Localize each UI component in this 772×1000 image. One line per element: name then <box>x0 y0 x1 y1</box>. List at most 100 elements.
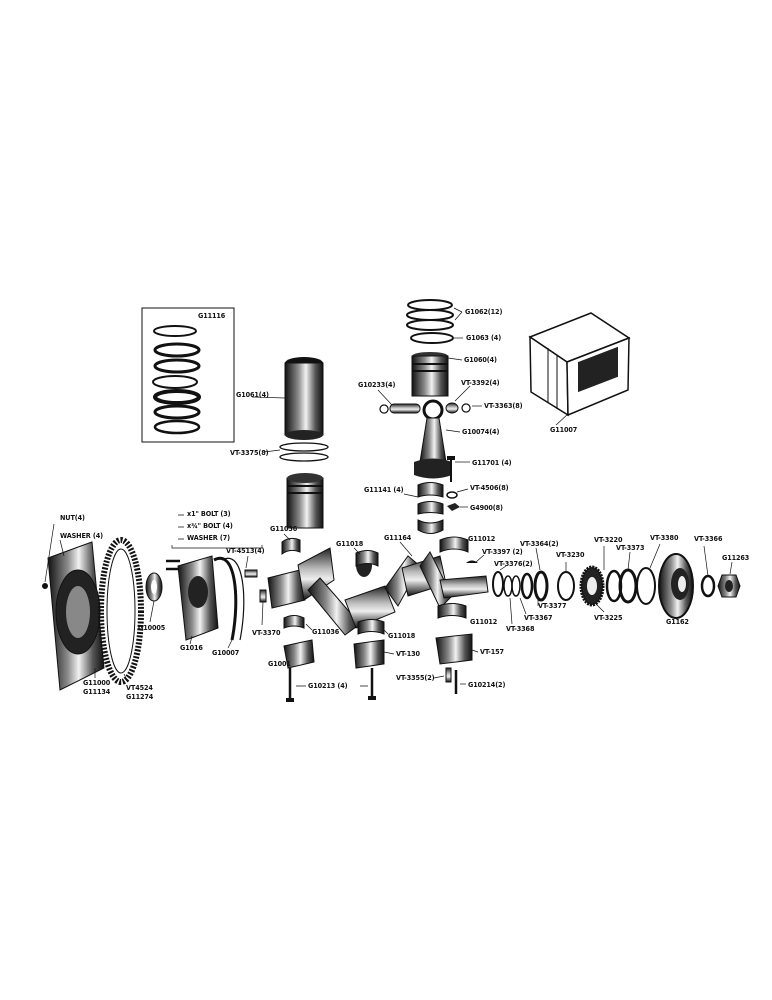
main-bearing-rear-lower <box>437 603 467 619</box>
piston-ring-icon <box>152 325 201 435</box>
cap-center-label: VT-130 <box>396 649 421 658</box>
piston-rings-top <box>406 299 454 344</box>
main-bearing-front-upper <box>281 537 301 555</box>
flywheel-ring-gear <box>98 537 144 685</box>
bolt4-label: x¾" BOLT (4) <box>187 521 233 530</box>
main-cap-rear <box>435 633 473 665</box>
dowel-pin <box>259 589 267 603</box>
main-cap-front <box>283 639 315 669</box>
rod-bolt-label: G11701 (4) <box>472 458 512 467</box>
dowel-label: VT-4513(4) <box>226 546 265 555</box>
pin-label: G10233(4) <box>358 380 395 389</box>
ring-gear-label: VT4524 <box>126 683 153 692</box>
retainer-plate-label: G1016 <box>180 643 203 652</box>
crank-nut <box>717 574 741 598</box>
retainer <box>445 402 459 414</box>
rod-bearing <box>417 482 444 534</box>
center-lower-label: G11018 <box>388 631 416 640</box>
cap-front-label: G1001 <box>268 659 291 668</box>
retainer-label: VT-3392(4) <box>461 378 500 387</box>
rear-upper-label: G11012 <box>468 534 495 543</box>
bolts-icon <box>166 559 180 571</box>
flywheel-housing <box>47 541 105 691</box>
woodruff-key <box>466 560 478 563</box>
washer-b-label: VT-3373 <box>616 543 644 552</box>
washer7-label: WASHER (7) <box>187 533 230 542</box>
center-upper-label: G11018 <box>336 539 364 548</box>
cap-rear-label: VT-157 <box>480 647 504 656</box>
sleeve-label: G1061(4) <box>236 390 269 399</box>
slinger <box>700 574 716 598</box>
rod-washer <box>446 491 458 499</box>
nut-large-label: G11263 <box>722 553 749 562</box>
rod-bearing-label: G11141 (4) <box>364 485 404 494</box>
nut-label: NUT(4) <box>60 513 85 522</box>
gasket-label: G10007 <box>212 648 239 657</box>
crankshaft-label: G11164 <box>384 533 412 542</box>
main-brg-front-lower-label: G11036 <box>312 627 340 636</box>
slinger-label: VT-3366 <box>694 534 723 543</box>
ring-set-label: G11116 <box>198 311 226 320</box>
nut-icon <box>42 583 48 589</box>
pin-clip-icon <box>379 404 389 414</box>
piston-front <box>286 473 324 529</box>
rod-nut-label: G4900(8) <box>470 503 503 512</box>
key-label: VT-3397 (2) <box>482 547 523 556</box>
spacer-a-label: VT-3376(2) <box>494 559 533 568</box>
gear-a-label: VT-3230 <box>556 550 585 559</box>
crank-gear-label: VT-3225 <box>594 613 623 622</box>
connecting-rod <box>414 399 452 479</box>
cap-dowel-label: VT-3355(2) <box>396 673 435 682</box>
dowel-pin-label: VT-3370 <box>252 628 281 637</box>
ring-set-panel: G11116 <box>141 307 235 443</box>
rear-gasket <box>213 556 238 641</box>
flywheel-label: G11000 <box>83 678 111 687</box>
cap-bolt2-label: G10214(2) <box>468 680 505 689</box>
retainer-plate <box>177 555 219 641</box>
piston-label: G1060(4) <box>464 355 497 364</box>
sleeve-seal-label: VT-3375(8) <box>230 448 269 457</box>
ring-gear2-label: G11274 <box>126 692 154 701</box>
cap-dowel <box>445 667 452 683</box>
main-bearing-center-lower <box>357 619 385 635</box>
pilot-label: G10005 <box>138 623 166 632</box>
main-bearing-center-upper <box>355 550 379 567</box>
cylinder-sleeve <box>279 357 329 462</box>
main-bearing-rear-upper <box>439 536 469 553</box>
pin-lock-label: VT-3363(8) <box>484 401 523 410</box>
piston-pin <box>389 403 421 414</box>
washer-a-label: VT-3220 <box>594 535 623 544</box>
rod-washer-label: VT-4506(8) <box>470 483 509 492</box>
washer-b <box>618 568 638 604</box>
crankshaft <box>267 547 489 636</box>
bolt3-label: x1" BOLT (3) <box>187 509 231 518</box>
spacer-b-label: VT-3364(2) <box>520 539 559 548</box>
rod-label: G10074(4) <box>462 427 499 436</box>
main-cap-center <box>353 639 385 669</box>
rings-label: G1062(12) <box>465 307 502 316</box>
damper-label: G1162 <box>666 617 689 626</box>
dowel <box>244 569 258 578</box>
thrust-b-label: VT-3367 <box>524 613 552 622</box>
main-bearing-front-lower <box>283 615 305 629</box>
rod-nut <box>447 503 460 511</box>
rear-lower-label: G11012 <box>470 617 497 626</box>
cap-bolt-label: G10213 (4) <box>308 681 348 690</box>
kit-box-label: G11007 <box>550 425 577 434</box>
crank-gear <box>579 565 605 607</box>
seal-label: VT-3380 <box>650 533 679 542</box>
piston-top <box>411 352 449 397</box>
vibration-damper <box>658 553 694 619</box>
thrust-a-label: VT-3377 <box>538 601 566 610</box>
seal <box>636 567 656 605</box>
lock-ring-icon <box>461 403 471 413</box>
thrust-c-label: VT-3368 <box>506 624 535 633</box>
washer-label: WASHER (4) <box>60 531 103 540</box>
thrust-washers <box>492 570 549 602</box>
oil-ring-label: G1063 (4) <box>466 333 501 342</box>
gear-washer <box>557 571 575 601</box>
gasket-kit-box <box>528 312 631 417</box>
main-brg-front-label: G11036 <box>270 524 298 533</box>
flywheel2-label: G11134 <box>83 687 111 696</box>
